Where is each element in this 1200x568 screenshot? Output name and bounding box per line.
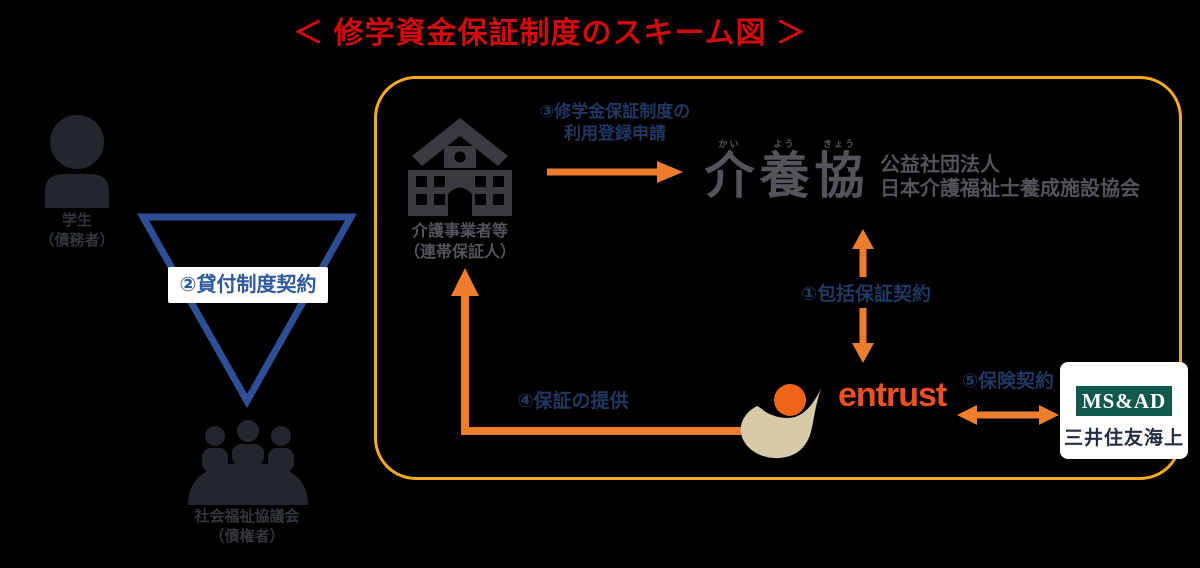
loan-contract-label: ②貸付制度契約: [168, 267, 328, 303]
comprehensive-guarantee-label: ①包括保証契約: [786, 277, 946, 308]
page-title: ＜ 修学資金保証制度のスキーム図 ＞: [293, 17, 807, 50]
insurance-contract-label: ⑤保険契約: [961, 371, 1055, 392]
guarantee-provision-label: ④保証の提供: [517, 391, 629, 412]
kanji-2: 養: [759, 148, 810, 204]
guarantee-scheme-box: [374, 76, 1182, 480]
kanji-3: 協: [814, 148, 865, 204]
kaiyokyo-char-2: よう 養: [757, 139, 812, 203]
entrust-logotype: entrust: [838, 376, 947, 414]
council-label: 社会福祉協議会 （債権者）: [147, 507, 347, 547]
care-provider-building-icon: [408, 118, 512, 216]
registration-label-line1: ③修学金保証制度の: [539, 102, 691, 121]
kaiyokyo-org-type: 公益社団法人: [880, 154, 1000, 176]
kanji-1: 介: [704, 148, 755, 204]
msad-brand-banner: MS&AD: [1076, 386, 1172, 416]
kaiyokyo-logo: かい 介 よう 養 きょう 協: [702, 139, 867, 203]
registration-arrow-right-icon: [547, 161, 683, 183]
student-role: （債務者）: [39, 232, 115, 249]
council-name: 社会福祉協議会: [194, 508, 300, 525]
council-role: （債権者）: [209, 528, 285, 545]
care-provider-label: 介護事業者等 （連帯保証人）: [380, 221, 540, 263]
kaiyokyo-char-3: きょう 協: [812, 139, 867, 203]
msad-company-name: 三井住友海上: [1063, 428, 1184, 449]
kaiyokyo-org-name: 公益社団法人 日本介護福祉士養成施設協会: [880, 153, 1160, 201]
care-provider-role: （連帯保証人）: [403, 244, 516, 261]
kaiyokyo-char-1: かい 介: [702, 139, 757, 203]
furigana-3: きょう: [822, 139, 856, 149]
care-provider-name: 介護事業者等: [411, 223, 508, 240]
guarantee-provision-arrow-icon: [451, 268, 741, 435]
furigana-1: かい: [718, 139, 741, 149]
registration-label-line2: 利用登録申請: [564, 124, 666, 143]
insurance-contract-arrow-horizontal-icon: [957, 405, 1059, 425]
lending-triangle-icon: [137, 213, 357, 409]
student-name: 学生: [61, 212, 92, 229]
furigana-2: よう: [773, 139, 796, 149]
student-person-icon: [45, 115, 109, 208]
council-meeting-icon: [188, 420, 308, 505]
student-label: 学生 （債務者）: [17, 211, 137, 251]
msad-logo-card: MS&AD 三井住友海上: [1060, 362, 1188, 459]
entrust-logo-mark-icon: [740, 384, 822, 459]
registration-label: ③修学金保証制度の 利用登録申請: [524, 101, 706, 145]
kaiyokyo-org-fullname: 日本介護福祉士養成施設協会: [880, 178, 1140, 200]
